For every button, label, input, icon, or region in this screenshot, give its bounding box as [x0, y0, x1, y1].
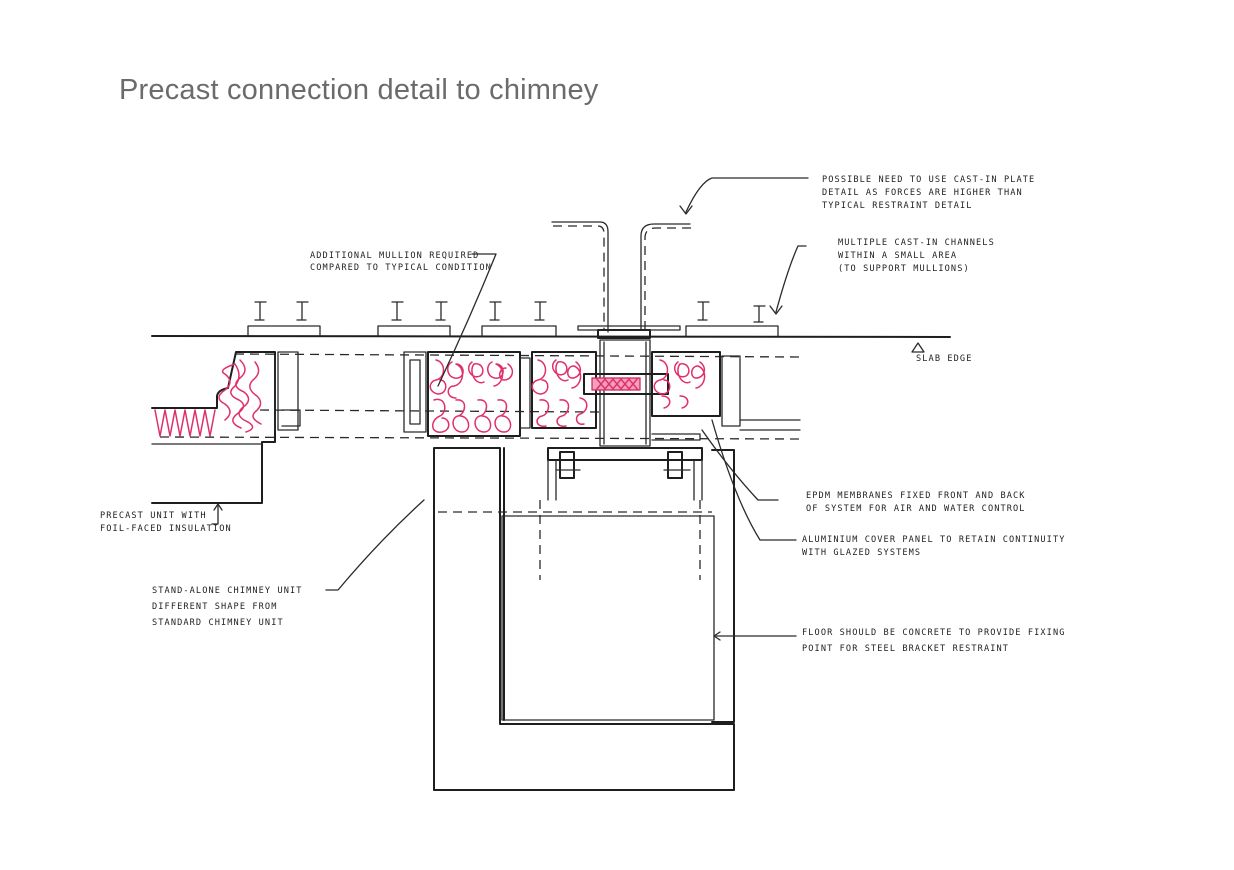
- note-line: POSSIBLE NEED TO USE CAST-IN PLATE: [822, 175, 1035, 185]
- annotation-channels: MULTIPLE CAST-IN CHANNELS WITHIN A SMALL…: [838, 238, 995, 274]
- cast-in-channels: [247, 301, 779, 337]
- note-line: TYPICAL RESTRAINT DETAIL: [822, 201, 973, 211]
- annotation-chimney: STAND-ALONE CHIMNEY UNIT DIFFERENT SHAPE…: [152, 586, 303, 628]
- note-line: ADDITIONAL MULLION REQUIRED: [310, 251, 479, 261]
- precast-unit: [151, 351, 301, 504]
- steel-bracket: [547, 447, 703, 501]
- annotation-epdm: EPDM MEMBRANES FIXED FRONT AND BACK OF S…: [806, 491, 1026, 514]
- note-line: WITHIN A SMALL AREA: [838, 251, 957, 261]
- note-line: POINT FOR STEEL BRACKET RESTRAINT: [802, 644, 1009, 654]
- note-line: FOIL-FACED INSULATION: [100, 524, 232, 534]
- leader-lines: [211, 177, 809, 641]
- note-line: FLOOR SHOULD BE CONCRETE TO PROVIDE FIXI…: [802, 628, 1066, 638]
- note-line: DETAIL AS FORCES ARE HIGHER THAN: [822, 188, 1023, 198]
- cast-in-plate: [551, 221, 692, 339]
- note-line: PRECAST UNIT WITH: [100, 511, 207, 521]
- note-line: MULTIPLE CAST-IN CHANNELS: [838, 238, 995, 248]
- note-line: COMPARED TO TYPICAL CONDITION: [310, 263, 492, 273]
- annotation-floor: FLOOR SHOULD BE CONCRETE TO PROVIDE FIXI…: [802, 628, 1066, 654]
- note-line: (TO SUPPORT MULLIONS): [838, 264, 970, 274]
- slab-edge-lines: [151, 335, 951, 440]
- note-line: WITH GLAZED SYSTEMS: [802, 548, 921, 558]
- mullion-block: [403, 351, 531, 437]
- note-line: ALUMINIUM COVER PANEL TO RETAIN CONTINUI…: [802, 535, 1066, 545]
- annotation-precast: PRECAST UNIT WITH FOIL-FACED INSULATION: [100, 511, 232, 534]
- page-title: Precast connection detail to chimney: [119, 74, 599, 106]
- note-line: STANDARD CHIMNEY UNIT: [152, 618, 284, 628]
- note-line: STAND-ALONE CHIMNEY UNIT: [152, 586, 303, 596]
- annotation-slab-edge: SLAB EDGE: [916, 354, 972, 364]
- central-block: [531, 339, 801, 447]
- slab-edge-marker: [911, 342, 925, 353]
- annotation-cover-panel: ALUMINIUM COVER PANEL TO RETAIN CONTINUI…: [802, 535, 1066, 558]
- note-line: DIFFERENT SHAPE FROM: [152, 602, 277, 612]
- note-line: OF SYSTEM FOR AIR AND WATER CONTROL: [806, 504, 1026, 514]
- note-line: EPDM MEMBRANES FIXED FRONT AND BACK: [806, 491, 1026, 501]
- annotation-cast-in-plate: POSSIBLE NEED TO USE CAST-IN PLATE DETAI…: [822, 175, 1035, 211]
- annotation-mullion: ADDITIONAL MULLION REQUIRED COMPARED TO …: [310, 251, 492, 273]
- chimney-unit: [433, 447, 735, 791]
